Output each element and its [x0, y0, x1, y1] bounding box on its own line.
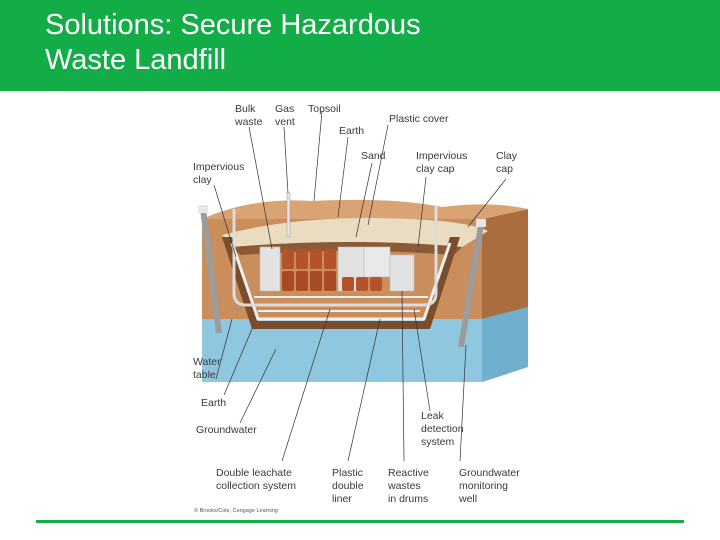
title-bar: Solutions: Secure Hazardous Waste Landfi…: [0, 0, 720, 91]
drum: [370, 277, 382, 291]
leader-bulk-waste: [248, 126, 273, 250]
monitoring-well-right: [458, 225, 484, 347]
label-groundwater: Groundwater: [196, 424, 257, 436]
leader-earth-bottom: [223, 328, 253, 396]
label-earth-top: Earth: [339, 125, 364, 137]
gas-vent-pipe: [286, 192, 291, 238]
label-impervious-clay-cap: Impervious clay cap: [416, 150, 470, 175]
leachate-pipe-1: [232, 205, 438, 307]
slide-title-line-1: Solutions: Secure Hazardous: [45, 9, 421, 41]
label-gas-vent: Gas vent: [275, 103, 297, 128]
leader-earth-top: [337, 136, 349, 218]
topsoil-surface: [202, 199, 528, 219]
leader-sand: [355, 162, 373, 238]
landfill-illustration: Bulk waste Gas vent Topsoil Plastic cove…: [193, 103, 528, 514]
leader-water-table: [215, 318, 233, 380]
bottom-rule: [36, 520, 684, 523]
label-leak-detection-system: Leak detection system: [421, 410, 467, 448]
label-double-leachate-collection-system: Double leachate collection system: [216, 467, 296, 492]
drum: [282, 271, 294, 291]
leader-double-leachate: [281, 308, 331, 462]
slide-title-line-2: Waste Landfill: [45, 44, 227, 76]
label-plastic-double-liner: Plastic double liner: [332, 467, 366, 505]
bulk-waste-block: [363, 246, 391, 278]
label-plastic-cover: Plastic cover: [389, 113, 449, 125]
label-groundwater-monitoring-well: Groundwater monitoring well: [458, 467, 523, 505]
water-zone-side: [482, 307, 528, 382]
earth-block-side: [482, 209, 528, 319]
image-credit: © Brooks/Cole, Cengage Learning: [194, 507, 278, 514]
leader-impervious-clay: [213, 184, 237, 258]
drum: [342, 277, 354, 291]
drum: [310, 271, 322, 291]
drum: [296, 271, 308, 291]
drum: [324, 271, 336, 291]
drum: [282, 249, 294, 269]
label-earth-bottom: Earth: [201, 397, 226, 409]
leader-plastic-double-liner: [347, 318, 381, 462]
leader-leak-detection: [413, 308, 431, 412]
leader-gas-vent: [283, 126, 289, 194]
bulk-waste-block: [389, 254, 415, 292]
leader-topsoil: [313, 110, 323, 202]
leader-plastic-cover: [367, 124, 389, 226]
label-reactive-wastes-in-drums: Reactive wastes in drums: [387, 467, 432, 505]
leader-reactive-wastes: [401, 290, 405, 462]
bulk-waste-block: [259, 246, 281, 292]
label-sand: Sand: [361, 150, 386, 162]
label-topsoil: Topsoil: [308, 103, 341, 115]
drum: [296, 249, 308, 269]
label-clay-cap: Clay cap: [496, 150, 520, 175]
leader-clay-cap: [467, 178, 507, 228]
monitoring-well-left: [200, 209, 222, 333]
leader-groundwater: [239, 348, 277, 424]
drum: [310, 249, 322, 269]
leader-monitoring-well: [459, 344, 467, 462]
leader-impervious-clay-cap: [417, 176, 427, 248]
monitoring-well-right-cap: [476, 219, 486, 227]
drum: [324, 249, 336, 269]
label-bulk-waste: Bulk waste: [234, 103, 263, 128]
drum: [356, 277, 368, 291]
monitoring-well-left-cap: [198, 205, 208, 213]
landfill-diagram: Bulk waste Gas vent Topsoil Plastic cove…: [192, 97, 528, 517]
label-impervious-clay: Impervious clay: [193, 161, 247, 186]
label-water-table: Water table: [193, 356, 224, 381]
